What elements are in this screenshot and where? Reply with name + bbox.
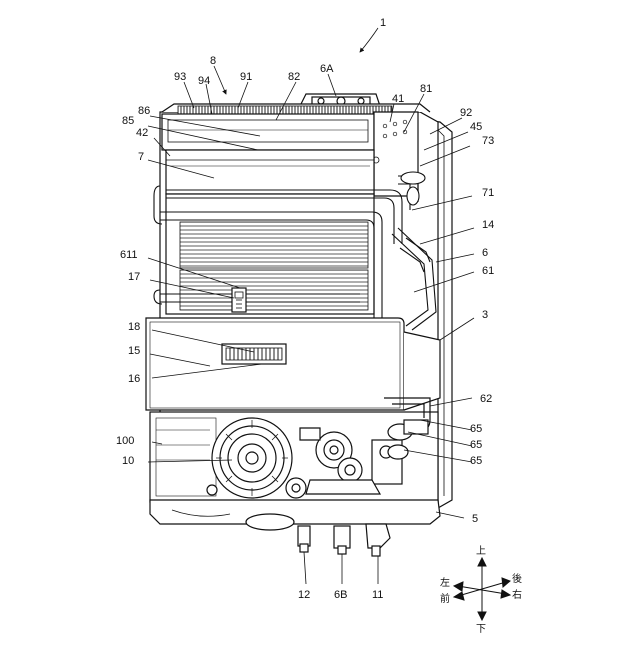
compass-down-arrow: [478, 612, 486, 620]
label-17: 17: [128, 271, 140, 283]
compass-down-label: 下: [476, 624, 486, 635]
label-15: 15: [128, 345, 140, 357]
label-94: 94: [198, 75, 210, 87]
label-8: 8: [210, 55, 216, 67]
label-61: 61: [482, 265, 494, 277]
label-7: 7: [138, 151, 144, 163]
compass-back-label: 後: [512, 572, 522, 585]
label-10: 10: [122, 455, 134, 467]
label-16: 16: [128, 373, 140, 385]
label-100: 100: [116, 435, 134, 447]
label-611: 611: [120, 249, 138, 261]
label-86: 86: [138, 105, 150, 117]
label-41: 41: [392, 93, 404, 105]
label-82: 82: [288, 71, 300, 83]
label-92: 92: [460, 107, 472, 119]
label-5: 5: [472, 513, 478, 525]
label-6B: 6B: [334, 589, 347, 601]
label-93: 93: [174, 71, 186, 83]
direction-compass: [454, 558, 510, 620]
label-42: 42: [136, 127, 148, 139]
label-71: 71: [482, 187, 494, 199]
label-18: 18: [128, 321, 140, 333]
label-91: 91: [240, 71, 252, 83]
label-3: 3: [482, 309, 488, 321]
heat-exchanger-upper: [166, 150, 374, 194]
compass-front-label: 前: [440, 592, 450, 605]
label-1: 1: [380, 17, 386, 29]
compass-right-label: 右: [512, 588, 522, 601]
label-65-c: 65: [470, 455, 482, 467]
label-45: 45: [470, 121, 482, 133]
label-11: 11: [372, 589, 383, 601]
label-6: 6: [482, 247, 488, 259]
compass-left-label: 左: [440, 576, 450, 589]
label-62: 62: [480, 393, 492, 405]
label-12: 12: [298, 589, 310, 601]
label-85: 85: [122, 115, 134, 127]
label-65-b: 65: [470, 439, 482, 451]
compass-up-label: 上: [476, 545, 486, 557]
water-heater-body: [146, 94, 452, 556]
label-14: 14: [482, 219, 494, 231]
compass-up-arrow: [478, 558, 486, 566]
label-81: 81: [420, 83, 432, 95]
label-65-a: 65: [470, 423, 482, 435]
label-73: 73: [482, 135, 494, 147]
front-cover: [146, 318, 440, 410]
bottom-connectors: [298, 524, 390, 556]
combustion-fan: [212, 418, 292, 498]
label-6A: 6A: [320, 63, 334, 75]
temperature-sensor: [232, 288, 246, 312]
